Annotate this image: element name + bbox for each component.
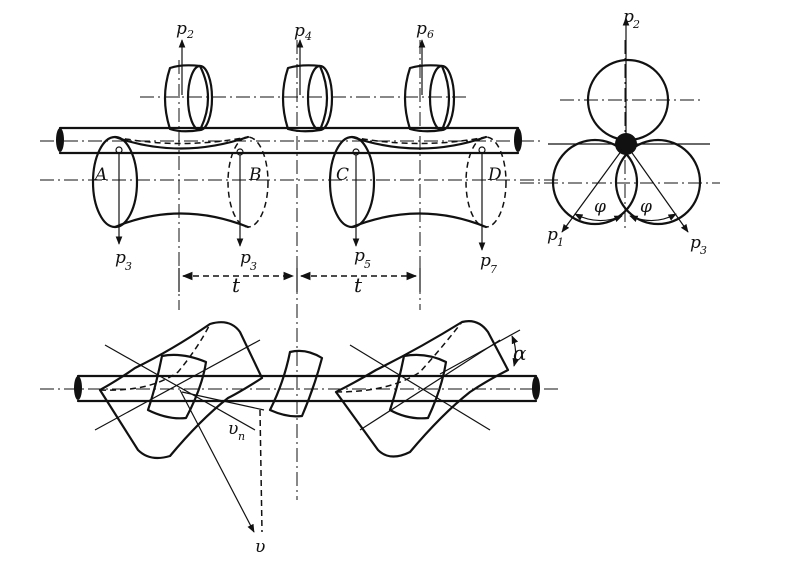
label-p3-a: p bbox=[115, 248, 126, 268]
side-view: p 2 p 1 p 3 φ φ bbox=[520, 7, 720, 257]
label-p6-top: p bbox=[416, 19, 427, 39]
lower-roller-right bbox=[328, 135, 507, 229]
svg-text:2: 2 bbox=[186, 28, 194, 41]
velocity-vector-v bbox=[179, 389, 255, 533]
label-p3-b: p bbox=[240, 248, 251, 268]
side-label-p3: p bbox=[690, 233, 701, 253]
plan-roller-right bbox=[334, 320, 510, 458]
side-arrow-p3 bbox=[629, 149, 689, 233]
label-C: C bbox=[336, 165, 349, 185]
label-p2-top: p bbox=[176, 19, 187, 39]
pitch-dimension bbox=[178, 268, 421, 292]
plan-roller-right-small bbox=[388, 353, 448, 420]
label-p5: p bbox=[354, 246, 365, 266]
contact-B bbox=[236, 148, 244, 247]
side-right-roller bbox=[614, 138, 702, 226]
svg-text:3: 3 bbox=[700, 244, 707, 257]
upper-roller-p4 bbox=[281, 64, 334, 133]
svg-text:1: 1 bbox=[557, 236, 564, 249]
plan-roller-left-small bbox=[146, 353, 208, 420]
label-t1: t bbox=[232, 273, 241, 297]
contact-C bbox=[352, 148, 360, 247]
label-p7: p bbox=[480, 251, 491, 271]
label-alpha: α bbox=[513, 341, 527, 365]
lower-roller-left bbox=[91, 135, 269, 229]
label-B: B bbox=[248, 165, 262, 185]
angle-line bbox=[439, 329, 521, 375]
upper-roller-p6 bbox=[403, 64, 456, 133]
side-workpiece bbox=[615, 133, 637, 155]
contact-A bbox=[115, 146, 123, 245]
label-t2: t bbox=[354, 273, 363, 297]
velocity-vector-vn bbox=[181, 391, 265, 411]
angle-arc bbox=[511, 335, 520, 367]
label-A: A bbox=[93, 165, 107, 185]
label-phi-1: φ bbox=[594, 197, 606, 217]
svg-text:4: 4 bbox=[304, 30, 312, 43]
side-label-p2: p bbox=[623, 7, 634, 27]
svg-text:3: 3 bbox=[250, 260, 257, 273]
plan-roller-center bbox=[268, 349, 324, 418]
front-view: p 2 p 4 p 6 A B C D p 3 p 3 p 5 p 7 t t bbox=[40, 19, 560, 500]
velocity-projection bbox=[259, 409, 263, 533]
upper-roller-p2 bbox=[163, 64, 214, 133]
svg-text:7: 7 bbox=[490, 263, 497, 276]
label-phi-2: φ bbox=[640, 197, 652, 217]
side-left-roller bbox=[551, 138, 639, 226]
svg-text:2: 2 bbox=[632, 18, 640, 31]
svg-text:3: 3 bbox=[125, 260, 132, 273]
label-D: D bbox=[487, 165, 502, 185]
side-arrow-p1 bbox=[561, 149, 623, 233]
label-v: υ bbox=[255, 537, 265, 557]
contact-D bbox=[478, 146, 486, 251]
plan-roller-left bbox=[94, 321, 264, 460]
plan-view: α υ n υ bbox=[40, 320, 560, 557]
svg-text:5: 5 bbox=[364, 258, 371, 271]
label-vn: υ bbox=[228, 419, 238, 439]
label-p4-top: p bbox=[294, 21, 305, 41]
side-label-p1: p bbox=[547, 225, 558, 245]
svg-text:n: n bbox=[238, 430, 245, 443]
svg-text:6: 6 bbox=[427, 28, 434, 41]
